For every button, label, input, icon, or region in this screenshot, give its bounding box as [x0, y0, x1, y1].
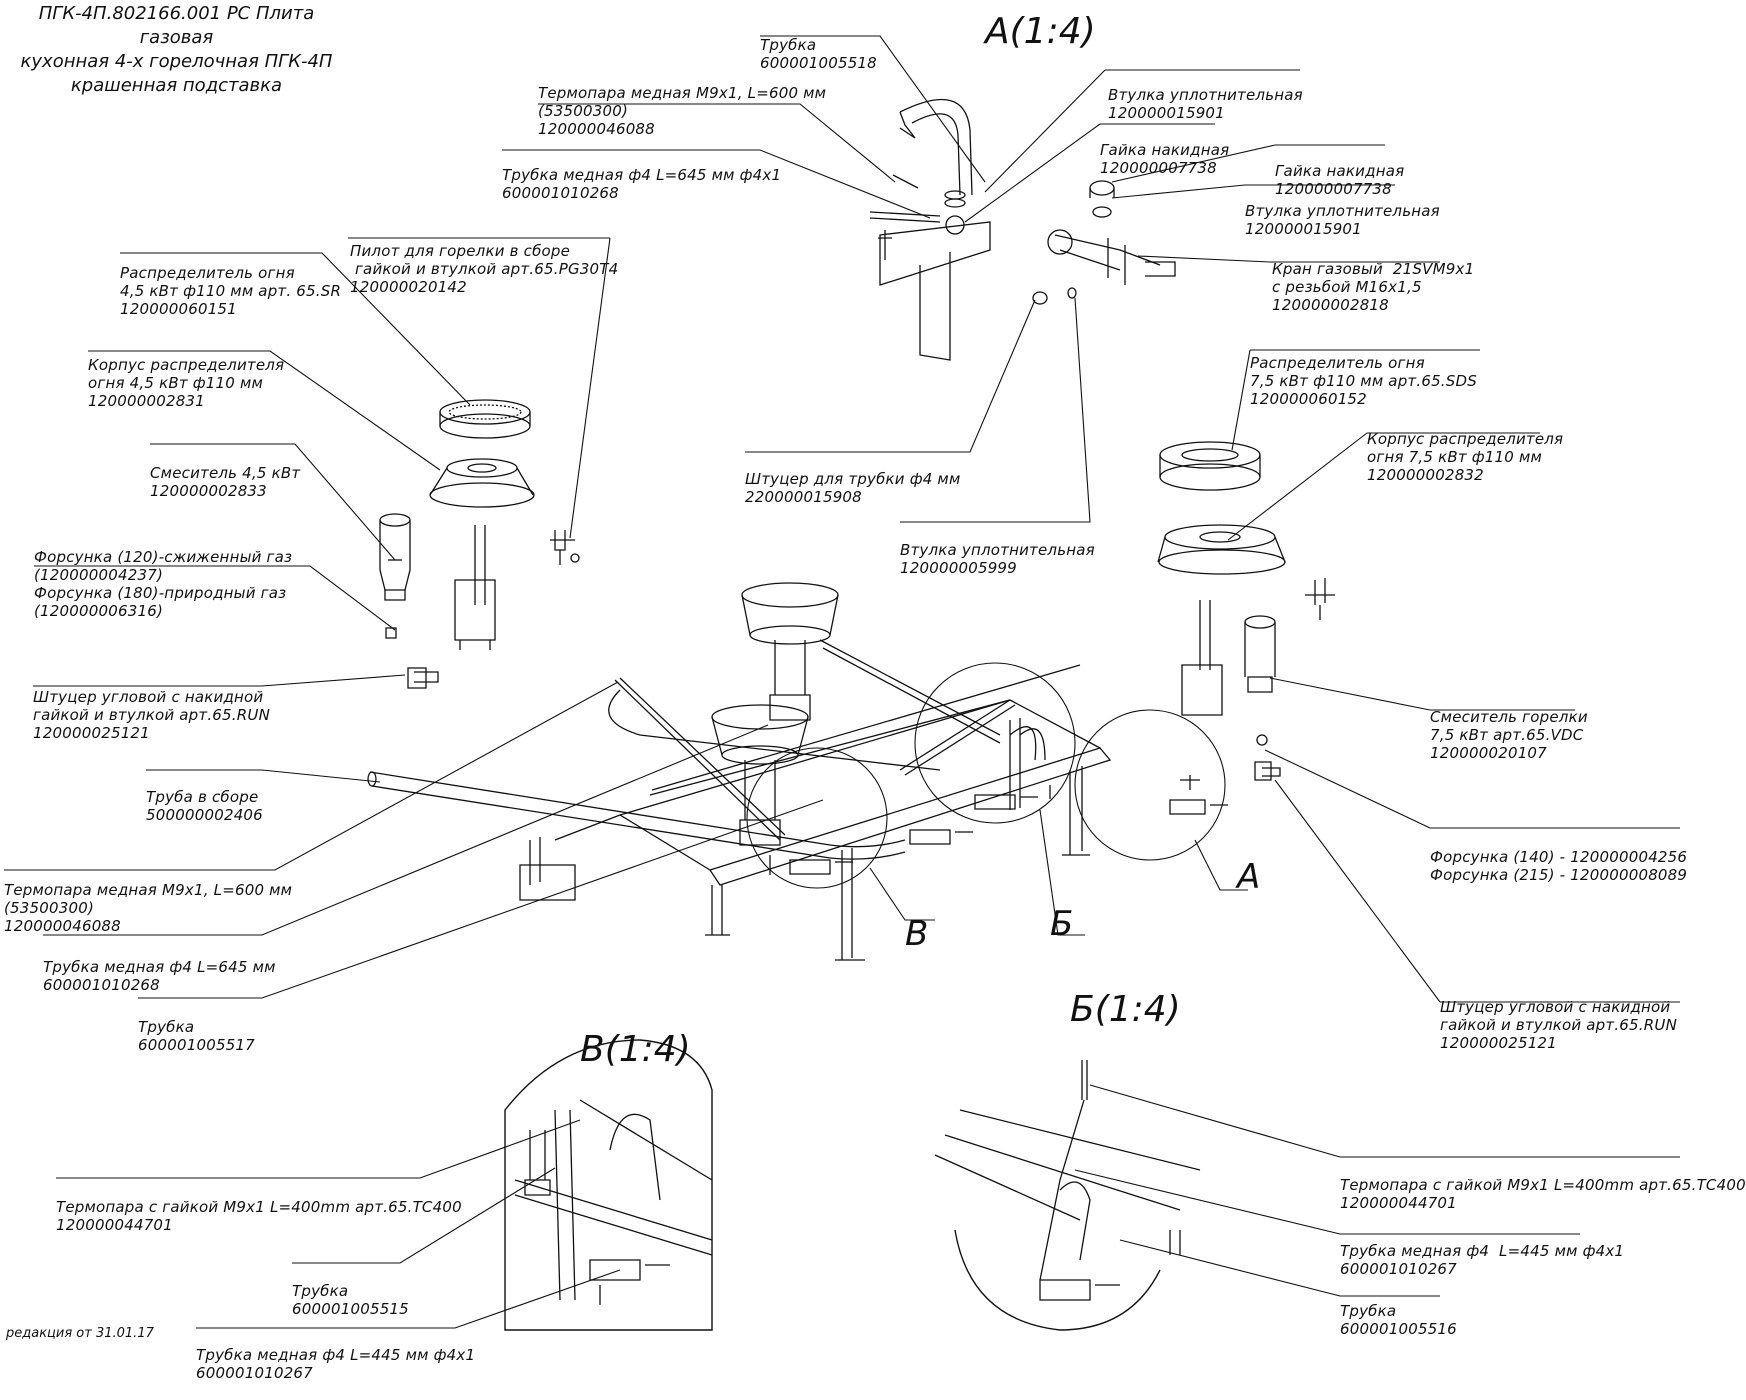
drawing-title: ПГК-4П.802166.001 РС Плита газовая кухон…: [20, 3, 333, 96]
leader-lines: [4, 36, 1680, 1328]
callout-v: В: [905, 914, 929, 954]
main-frame-assembly: [368, 583, 1228, 960]
callout-b: Б: [1050, 904, 1074, 944]
label-termopara-600-top: Термопара медная M9x1, L=600 мм(53500300…: [538, 84, 827, 138]
view-title-v: В(1:4): [580, 1029, 691, 1070]
revision-note: редакция от 31.01.17: [6, 1326, 154, 1341]
burner-7-5kw-exploded: [1158, 442, 1335, 780]
detail-a-parts: [870, 100, 1175, 360]
callout-a: A: [1237, 857, 1261, 897]
assembly-drawing: [0, 0, 1700, 1346]
label-termopara-600-left: Термопара медная M9x1, L=600 мм(53500300…: [4, 881, 293, 935]
view-title-a: A(1:4): [985, 11, 1096, 52]
label-v-termopara-400: Термопара с гайкой M9x1 L=400mm арт.65.T…: [56, 1198, 462, 1234]
label-b-termopara-400: Термопара с гайкой M9x1 L=400mm арт.65.T…: [1340, 1176, 1746, 1212]
burner-4-5kw-exploded: [380, 400, 579, 688]
view-title-b: Б(1:4): [1070, 989, 1181, 1030]
label-forsunka-120-180: Форсунка (120)-сжиженный газ(12000000423…: [34, 548, 293, 620]
detail-v-view: [505, 1040, 712, 1330]
label-pilot: Пилот для горелки в сборе гайкой и втулк…: [350, 242, 619, 296]
detail-b-view: [935, 1060, 1200, 1330]
